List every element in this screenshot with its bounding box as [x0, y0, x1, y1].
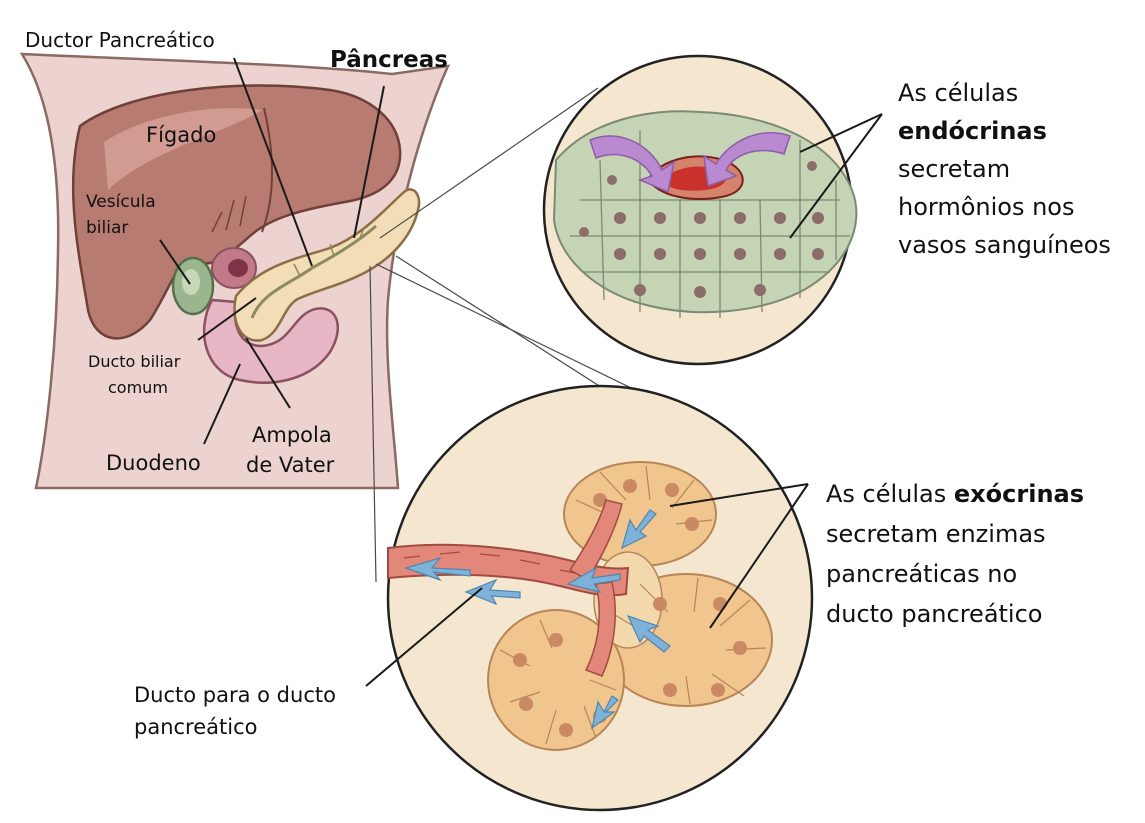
- endocrine-caption-line3: secretam: [898, 150, 1111, 188]
- label-pancreas: Pâncreas: [330, 46, 448, 75]
- exocrine-caption-prefix: As células: [826, 480, 954, 508]
- endocrine-caption-line1: As células: [898, 74, 1111, 112]
- endocrine-caption: As células endócrinas secretam hormônios…: [898, 74, 1111, 264]
- exocrine-magnification: [388, 386, 812, 810]
- label-ducto-biliar-line1: Ducto biliar: [88, 352, 180, 372]
- label-vesicula-line1: Vesícula: [86, 192, 156, 214]
- endocrine-caption-line5: vasos sanguíneos: [898, 226, 1111, 264]
- label-vesicula-line2: biliar: [86, 218, 128, 240]
- exocrine-caption-line2: secretam enzimas: [826, 514, 1084, 554]
- label-ductor-pancreatico: Ductor Pancreático: [25, 28, 215, 54]
- label-ducto-biliar-line2: comum: [108, 378, 168, 398]
- label-ampola-line1: Ampola: [252, 422, 332, 449]
- endocrine-caption-line4: hormônios nos: [898, 188, 1111, 226]
- endocrine-caption-line2: endócrinas: [898, 112, 1111, 150]
- label-figado: Fígado: [146, 122, 216, 149]
- label-duodeno: Duodeno: [106, 450, 201, 477]
- exocrine-caption-line1: As células exócrinas: [826, 474, 1084, 514]
- exocrine-caption-line3: pancreáticas no: [826, 554, 1084, 594]
- exocrine-caption-line4: ducto pancreático: [826, 594, 1084, 634]
- label-ducto-para-line1: Ducto para o ducto: [134, 682, 336, 709]
- exocrine-caption: As células exócrinas secretam enzimas pa…: [826, 474, 1084, 634]
- label-ducto-para-line2: pancreático: [134, 714, 257, 741]
- exocrine-caption-bold: exócrinas: [954, 480, 1084, 508]
- label-ampola-line2: de Vater: [246, 452, 334, 479]
